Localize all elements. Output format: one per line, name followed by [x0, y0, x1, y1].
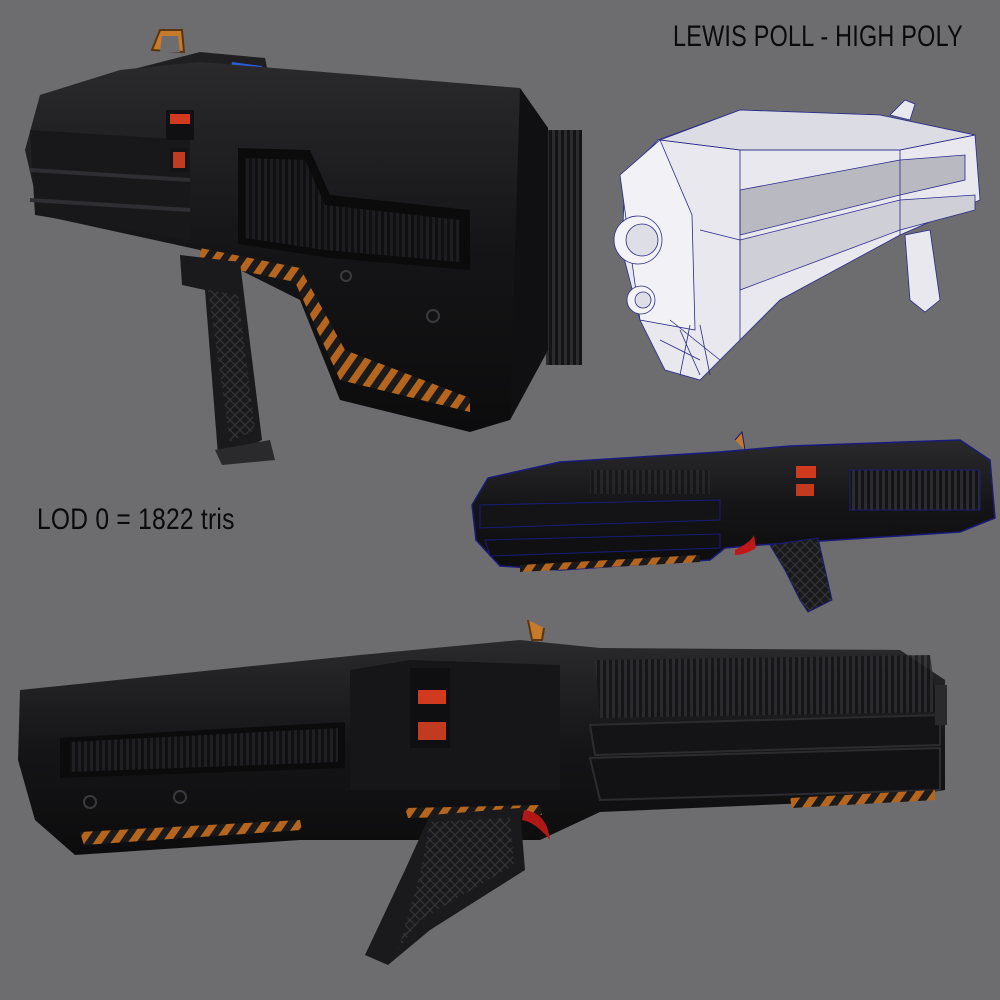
textured-angled-view: [25, 29, 582, 465]
textured-wireframe-overlay-view: [471, 430, 996, 613]
wireframe-view: [613, 99, 981, 381]
textured-side-view: [18, 619, 947, 965]
lod-triangle-count: LOD 0 = 1822 tris: [37, 503, 235, 536]
page-title: LEWIS POLL - HIGH POLY: [673, 20, 963, 53]
